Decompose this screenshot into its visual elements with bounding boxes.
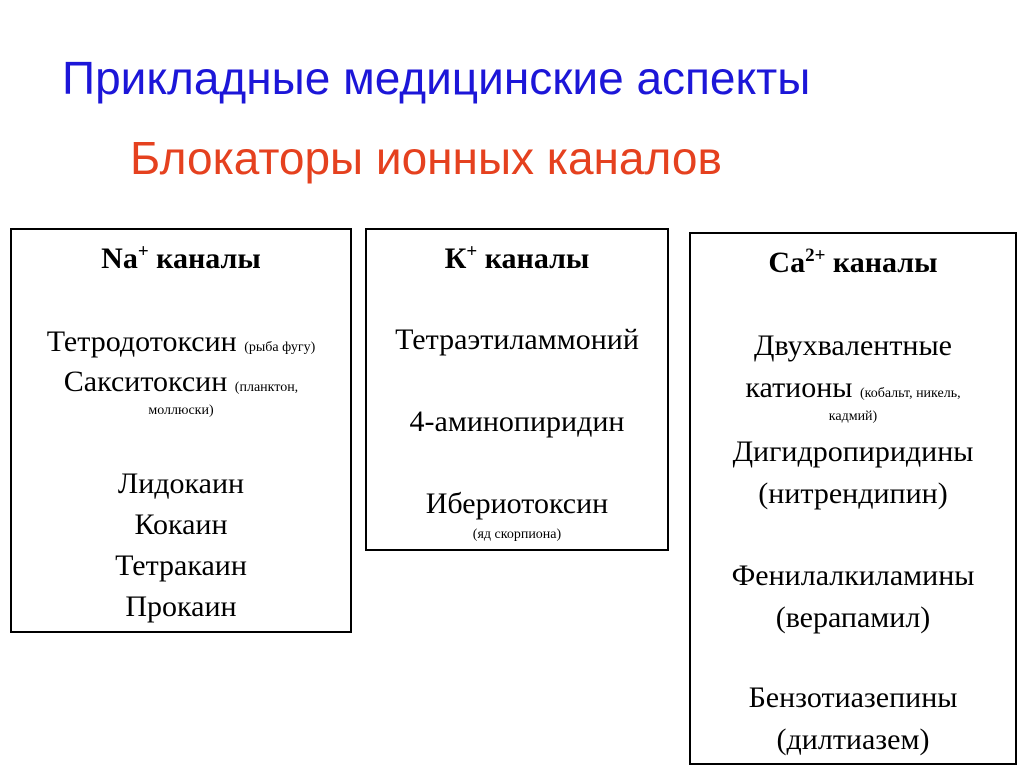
na-item-note: (планктон, — [234, 380, 299, 395]
k-item-iberiotoxin-note: (яд скорпиона) — [472, 527, 562, 542]
k-ion: К — [444, 242, 467, 275]
ca-item-phenylalkylamines: Фенилалкиламины — [731, 559, 975, 592]
ca-channels-heading: Ca2+ каналы — [691, 246, 1015, 280]
ca-item-benzothiazepines: Бензотиазепины — [748, 681, 958, 714]
k-charge: + — [466, 241, 478, 262]
ca-item-nitrendipine: (нитрендипин) — [758, 477, 948, 510]
ca-item-diltiazem: (дилтиазем) — [776, 723, 930, 756]
na-item-name: Сакситоксин — [63, 365, 228, 398]
k-channels-box: К+ каналы Тетраэтиламмоний 4-аминопириди… — [365, 228, 669, 551]
na-channels-box: Na+ каналы Тетродотоксин (рыба фугу) Сак… — [10, 228, 352, 633]
na-item-cocaine: Кокаин — [134, 508, 228, 541]
ca-item-cations-note-cont: кадмий) — [828, 409, 878, 424]
k-item-iberiotoxin: Ибериотоксин — [425, 487, 609, 520]
na-item-lidocaine: Лидокаин — [117, 467, 245, 500]
na-item-procaine: Прокаин — [125, 590, 237, 623]
ca-item-verapamil: (верапамил) — [775, 601, 931, 634]
ca-item-name: катионы — [745, 371, 853, 404]
na-charge: + — [137, 241, 149, 262]
na-heading-label: каналы — [156, 242, 261, 275]
k-heading-label: каналы — [484, 242, 590, 275]
ca-charge: 2+ — [805, 245, 826, 266]
na-item-saxitoxin-note-cont: моллюски) — [148, 403, 214, 418]
na-item-name: Тетродотоксин — [46, 325, 237, 358]
k-item-4-aminopyridine: 4-аминопиридин — [409, 405, 625, 438]
na-item-note: (рыба фугу) — [244, 340, 316, 355]
na-channels-heading: Na+ каналы — [12, 242, 350, 276]
ca-item-note: (кобальт, никель, — [859, 386, 961, 401]
ca-item-dihydropyridines: Дигидропиридины — [732, 435, 974, 468]
na-item-tetracaine: Тетракаин — [115, 549, 247, 582]
na-ion: Na — [101, 242, 138, 275]
ca-heading-label: каналы — [832, 246, 938, 279]
ca-channels-box: Ca2+ каналы Двухвалентные катионы (кобал… — [689, 232, 1017, 765]
ca-item-divalent: Двухвалентные — [754, 329, 952, 362]
k-item-tetraethylammonium: Тетраэтиламмоний — [395, 323, 639, 356]
na-item-saxitoxin: Сакситоксин (планктон, — [12, 364, 350, 406]
slide-title: Прикладные медицинские аспекты — [62, 52, 811, 104]
ca-ion: Ca — [768, 246, 806, 279]
ca-item-cations: катионы (кобальт, никель, — [691, 370, 1015, 412]
slide-subtitle: Блокаторы ионных каналов — [130, 132, 722, 184]
k-channels-heading: К+ каналы — [367, 242, 667, 276]
na-item-tetrodotoxin: Тетродотоксин (рыба фугу) — [12, 324, 350, 366]
